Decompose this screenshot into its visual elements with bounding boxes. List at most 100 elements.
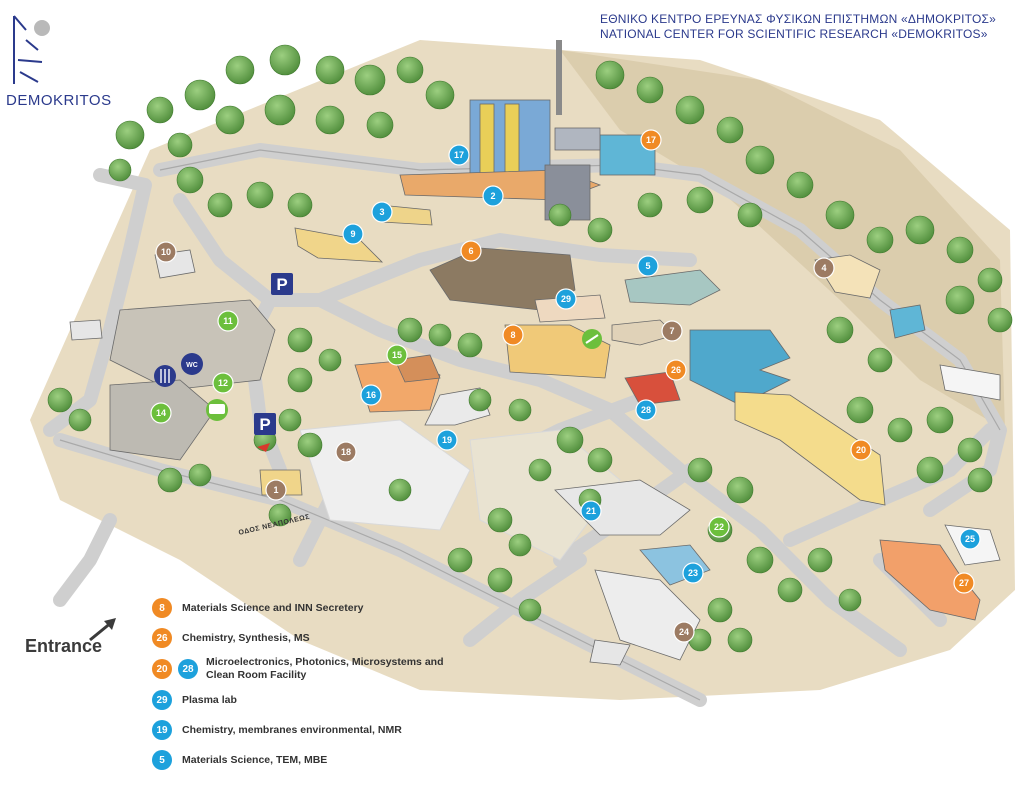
logo-icon — [8, 10, 50, 90]
legend-badge: 28 — [178, 659, 198, 679]
svg-text:1: 1 — [273, 485, 278, 495]
svg-text:25: 25 — [965, 534, 975, 544]
building-26 — [689, 329, 792, 406]
red-arrow-icon — [257, 443, 270, 452]
legend-badge: 20 — [152, 659, 172, 679]
svg-text:10: 10 — [161, 247, 171, 257]
marker-22[interactable]: 22 — [708, 516, 730, 538]
marker-10[interactable]: 10 — [155, 241, 177, 263]
svg-text:18: 18 — [341, 447, 351, 457]
legend-text: Plasma lab — [182, 693, 237, 706]
marker-11[interactable]: 11 — [217, 310, 239, 332]
building-5 — [624, 269, 721, 306]
svg-text:28: 28 — [641, 405, 651, 415]
legend-text: Materials Science and INN Secretery — [182, 601, 364, 614]
marker-14[interactable]: 14 — [150, 402, 172, 424]
svg-text:24: 24 — [679, 627, 689, 637]
marker-17[interactable]: 17 — [640, 129, 662, 151]
marker-27[interactable]: 27 — [953, 572, 975, 594]
legend-item[interactable]: 20 28 Microelectronics, Photonics, Micro… — [152, 656, 444, 682]
svg-text:17: 17 — [646, 135, 656, 145]
building-markers: 1 2 3 4 5 6 7 8 9 10 11 12 14 15 16 17 1… — [150, 129, 981, 643]
svg-text:14: 14 — [156, 408, 166, 418]
marker-25[interactable]: 25 — [959, 528, 981, 550]
wc-marker[interactable]: WC — [181, 353, 203, 375]
marker-4[interactable]: 4 — [813, 257, 835, 279]
marker-26[interactable]: 26 — [665, 359, 687, 381]
entrance-label: Entrance — [25, 636, 103, 656]
legend-text: Chemistry, Synthesis, MS — [182, 631, 310, 644]
marker-19[interactable]: 19 — [436, 429, 458, 451]
svg-text:17: 17 — [454, 150, 464, 160]
marker-18[interactable]: 18 — [335, 441, 357, 463]
svg-text:3: 3 — [379, 207, 384, 217]
building-20 — [734, 391, 886, 506]
marker-6[interactable]: 6 — [460, 240, 482, 262]
marker-2[interactable]: 2 — [482, 185, 504, 207]
marker-5[interactable]: 5 — [637, 255, 659, 277]
marker-21[interactable]: 21 — [580, 500, 602, 522]
parking-sign[interactable]: P — [271, 273, 293, 295]
svg-text:19: 19 — [442, 435, 452, 445]
building-28 — [624, 371, 681, 406]
svg-text:4: 4 — [821, 263, 826, 273]
marker-7[interactable]: 7 — [661, 320, 683, 342]
svg-text:27: 27 — [959, 578, 969, 588]
svg-text:22: 22 — [714, 522, 724, 532]
legend-text: Materials Science, TEM, MBE — [182, 753, 328, 766]
marker-17[interactable]: 17 — [448, 144, 470, 166]
building-grey — [554, 127, 601, 151]
svg-text:20: 20 — [856, 445, 866, 455]
svg-text:7: 7 — [669, 326, 674, 336]
svg-text:26: 26 — [671, 365, 681, 375]
building-7 — [611, 319, 676, 346]
marker-20[interactable]: 20 — [850, 439, 872, 461]
marker-28[interactable]: 28 — [635, 399, 657, 421]
legend-badge: 5 — [152, 750, 172, 770]
restaurant-icon[interactable] — [154, 365, 176, 387]
chimney — [556, 40, 562, 115]
legend-badge: 8 — [152, 598, 172, 618]
svg-text:11: 11 — [223, 316, 233, 326]
page-title: ΕΘΝΙΚΟ ΚΕΝΤΡΟ ΕΡΕΥΝΑΣ ΦΥΣΙΚΩΝ ΕΠΙΣΤΗΜΩΝ … — [600, 12, 996, 42]
lab-icon[interactable] — [582, 329, 602, 349]
svg-text:8: 8 — [510, 330, 515, 340]
svg-text:P: P — [276, 275, 287, 294]
legend-item[interactable]: 29 Plasma lab — [152, 690, 237, 710]
building-17-stripe — [504, 103, 520, 175]
svg-text:5: 5 — [645, 261, 650, 271]
svg-text:6: 6 — [468, 246, 473, 256]
title-greek: ΕΘΝΙΚΟ ΚΕΝΤΡΟ ΕΡΕΥΝΑΣ ΦΥΣΙΚΩΝ ΕΠΙΣΤΗΜΩΝ … — [600, 12, 997, 26]
marker-24[interactable]: 24 — [673, 621, 695, 643]
svg-text:P: P — [259, 415, 270, 434]
legend-item[interactable]: 5 Materials Science, TEM, MBE — [152, 750, 327, 770]
legend-badge: 29 — [152, 690, 172, 710]
marker-1[interactable]: 1 — [265, 479, 287, 501]
buildings — [69, 99, 1001, 666]
svg-text:9: 9 — [350, 229, 355, 239]
marker-8[interactable]: 8 — [502, 324, 524, 346]
legend-text: Microelectronics, Photonics, Microsystem… — [206, 656, 444, 681]
legend-item[interactable]: 19 Chemistry, membranes environmental, N… — [152, 720, 402, 740]
bus-icon[interactable] — [206, 399, 228, 421]
building-white — [939, 364, 1001, 401]
marker-15[interactable]: 15 — [386, 344, 408, 366]
svg-text:29: 29 — [561, 294, 571, 304]
legend-item[interactable]: 26 Chemistry, Synthesis, MS — [152, 628, 310, 648]
marker-23[interactable]: 23 — [682, 562, 704, 584]
svg-text:16: 16 — [366, 390, 376, 400]
legend-text: Chemistry, membranes environmental, NMR — [182, 723, 402, 736]
marker-3[interactable]: 3 — [371, 201, 393, 223]
gate-house — [69, 319, 103, 341]
title-english: NATIONAL CENTER FOR SCIENTIFIC RESEARCH … — [600, 27, 988, 41]
marker-9[interactable]: 9 — [342, 223, 364, 245]
legend-badge: 26 — [152, 628, 172, 648]
marker-12[interactable]: 12 — [212, 372, 234, 394]
marker-16[interactable]: 16 — [360, 384, 382, 406]
legend-item[interactable]: 8 Materials Science and INN Secretery — [152, 598, 364, 618]
marker-29[interactable]: 29 — [555, 288, 577, 310]
svg-text:2: 2 — [490, 191, 495, 201]
parking-sign[interactable]: P — [254, 413, 276, 452]
